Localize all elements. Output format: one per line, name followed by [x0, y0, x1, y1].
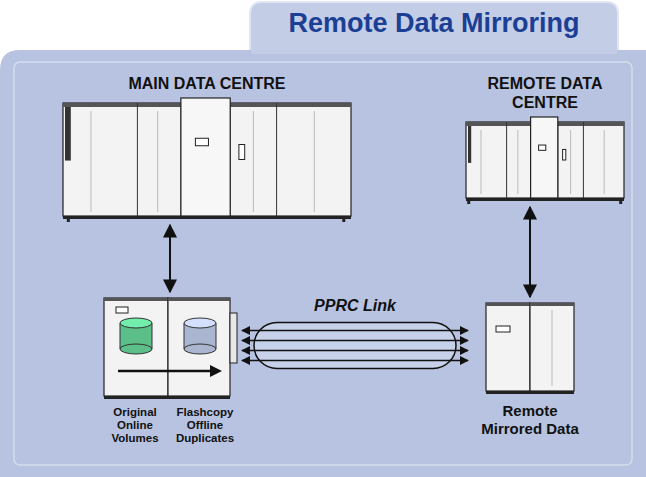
storage-node: Original Online VolumesFlashcopy Offline… [100, 295, 240, 445]
text-group: Original Online VolumesFlashcopy Offline… [100, 406, 240, 445]
data-centre-node: REMOTE DATA CENTRE [462, 74, 628, 204]
storage-label: Flashcopy Offline Duplicates [170, 406, 240, 445]
site-label: REMOTE DATA CENTRE [462, 74, 628, 112]
storage-node: Remote Mirrored Data [470, 300, 590, 438]
cable-strand [242, 330, 468, 331]
storage-illustration [100, 295, 240, 400]
text-group: REMOTE DATA CENTRE [462, 74, 628, 112]
storage-label: Remote Mirrored Data [470, 402, 590, 438]
link-arrow [242, 340, 468, 341]
cable-strand [242, 350, 468, 351]
storage-illustration [484, 300, 576, 396]
storage-label: Original Online Volumes [100, 406, 170, 445]
link-arrow [169, 225, 171, 292]
cable-tube [254, 323, 456, 369]
title-tab-join [251, 40, 617, 54]
mainframe-illustration [465, 116, 625, 204]
panel [0, 50, 646, 477]
mainframe-illustration [62, 97, 352, 222]
text-group: Remote Mirrored Data [470, 402, 590, 438]
data-centre-node: MAIN DATA CENTRE [62, 74, 352, 222]
diagram-title: Remote Data Mirroring [250, 8, 618, 39]
site-label: MAIN DATA CENTRE [62, 74, 352, 93]
title-tab [250, 2, 618, 55]
link-arrow [529, 207, 531, 297]
text-group: MAIN DATA CENTRE [62, 74, 352, 93]
link-label: PPRC Link [314, 297, 396, 315]
cable-strand [242, 360, 468, 361]
panel-frame [14, 62, 632, 465]
